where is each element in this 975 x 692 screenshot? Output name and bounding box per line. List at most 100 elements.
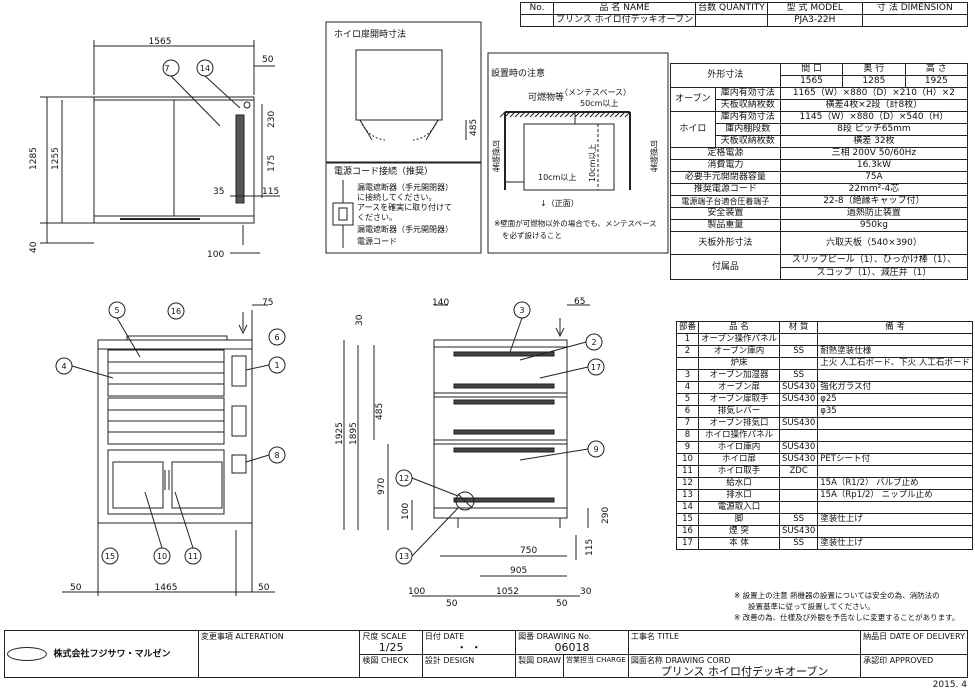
parts-name: オーブン加湿器 xyxy=(698,369,781,382)
parts-material xyxy=(779,333,819,346)
parts-no: 3 xyxy=(675,369,700,382)
proof-tray-label: 天板収納枚数 xyxy=(714,135,781,148)
dim-100b: 100 xyxy=(401,503,411,520)
parts-name: 煙 突 xyxy=(698,525,781,538)
dim-75: 75 xyxy=(262,298,273,308)
col-width: 間 口 xyxy=(779,63,844,76)
install-note2: を必ず設けること xyxy=(502,230,562,240)
parts-material: SUS430 xyxy=(779,393,819,406)
terminal: 22-8（絶縁キャップ付） xyxy=(779,195,969,208)
svg-text:9: 9 xyxy=(593,445,598,454)
parts-remarks xyxy=(817,441,973,454)
outer-label: 外形寸法 xyxy=(670,63,781,88)
dim-50b: 50 xyxy=(70,583,82,593)
table-row: 炉床上火 人工石ボード、下火 人工石ボード xyxy=(675,357,973,370)
svg-text:15: 15 xyxy=(105,552,115,561)
parts-remarks: φ35 xyxy=(817,405,973,418)
year-stamp: 2015. 4 xyxy=(932,680,967,690)
parts-remarks xyxy=(817,525,973,538)
notes: ※ 設置上の注意 熱機器の設置については安全の為、消防法の 設置基準に従って設置… xyxy=(734,590,959,623)
power-label-cord: 電源コード xyxy=(357,237,397,246)
parts-remarks xyxy=(817,465,973,478)
dim-1255: 1255 xyxy=(51,147,61,170)
dim-1052: 1052 xyxy=(496,587,519,597)
parts-no: 10 xyxy=(675,453,700,466)
proof-eff-label: 庫内有効寸法 xyxy=(714,111,781,124)
parts-material xyxy=(779,501,819,514)
parts-material: SS xyxy=(779,537,819,550)
weight: 950kg xyxy=(779,219,969,232)
parts-name: オーブン扉取手 xyxy=(698,393,781,406)
delivery-label: 納品日 DATE OF DELIVERY xyxy=(860,630,968,655)
outer-h: 1925 xyxy=(904,75,969,88)
weight-label: 製品重量 xyxy=(670,219,781,232)
parts-name: 脚 xyxy=(698,513,781,526)
parts-remarks xyxy=(817,501,973,514)
date-value: ・ ・ xyxy=(456,641,482,654)
parts-remarks: φ25 xyxy=(817,393,973,406)
parts-material: SS xyxy=(779,513,819,526)
parts-no: 8 xyxy=(675,429,700,442)
plate-label: 天板外形寸法 xyxy=(670,231,781,255)
svg-text:11: 11 xyxy=(188,552,198,561)
draw-label: 製図 DRAW xyxy=(515,653,564,678)
power-line1: 漏電遮断器（手元開閉器） xyxy=(357,182,453,192)
terminal-label: 電源端子台適合圧着端子 xyxy=(670,195,781,208)
oven-tray: 横差4枚×2段（計8枚） xyxy=(779,99,969,112)
note-2: ※ 改善の為、仕様及び外観を予告なしに変更することがあります。 xyxy=(734,613,960,622)
company-name: 株式会社フジサワ・マルゼン xyxy=(53,649,171,660)
parts-no: 17 xyxy=(675,537,700,550)
power-line2: に接続してください。 xyxy=(357,192,437,202)
alteration-label: 変更事項 ALTERATION xyxy=(197,630,361,678)
title-label: 工事名 TITLE xyxy=(627,630,862,655)
parts-no: 11 xyxy=(675,465,700,478)
parts-name: 炉床 xyxy=(698,357,781,370)
install-combustible: 可燃物等 xyxy=(528,91,564,103)
install-maint: （メンテスペース） xyxy=(560,88,631,97)
dim-750: 750 xyxy=(520,546,537,556)
parts-no: 7 xyxy=(675,417,700,430)
power-label: 定格電源 xyxy=(670,147,781,160)
consumption-label: 消費電力 xyxy=(670,159,781,172)
date-label: 日付 DATE xyxy=(424,632,465,641)
dim-top-width: 1565 xyxy=(149,37,172,47)
svg-text:2: 2 xyxy=(591,338,596,347)
install-note1: ※壁面が可燃物以外の場合でも、メンテスペース xyxy=(494,218,657,228)
parts-no: 5 xyxy=(675,393,700,406)
dim-30b: 30 xyxy=(580,587,592,597)
parts-remarks xyxy=(817,369,973,382)
breaker-label: 必要手元開閉器容量 xyxy=(670,171,781,184)
svg-text:3: 3 xyxy=(519,306,524,315)
parts-material: SS xyxy=(779,345,819,358)
header-table: No. 品 名 NAME 台数 QUANTITY 型 式 MODEL 寸 法 D… xyxy=(520,2,969,27)
parts-name: オーブン排気口 xyxy=(698,417,781,430)
parts-material: SUS430 xyxy=(779,441,819,454)
svg-text:16: 16 xyxy=(171,307,181,316)
dim-65: 65 xyxy=(574,297,585,307)
note-1: ※ 設置上の注意 熱機器の設置については安全の為、消防法の xyxy=(734,591,940,600)
check-label: 検図 CHECK xyxy=(359,653,423,678)
parts-name: ホイロ操作パネル xyxy=(698,429,781,442)
dim-50d: 50 xyxy=(446,599,458,609)
parts-no: 2 xyxy=(675,345,700,358)
parts-material: SUS430 xyxy=(779,417,819,430)
door-box-title: ホイロ扉開時寸法 xyxy=(334,28,406,40)
scale-label: 尺度 SCALE xyxy=(362,632,407,641)
parts-name: オーブン扉 xyxy=(698,381,781,394)
dim-485: 485 xyxy=(375,403,385,420)
dim-50e: 50 xyxy=(556,599,568,609)
install-dim10a: 10cm以上 xyxy=(538,173,576,182)
parts-no: 13 xyxy=(675,489,700,502)
parts-no: 6 xyxy=(675,405,700,418)
accessory2: スコップ（1）、減圧弁（1） xyxy=(779,266,969,280)
parts-remarks: 耐熱塗装仕様 xyxy=(817,345,973,358)
parts-no: 4 xyxy=(675,381,700,394)
